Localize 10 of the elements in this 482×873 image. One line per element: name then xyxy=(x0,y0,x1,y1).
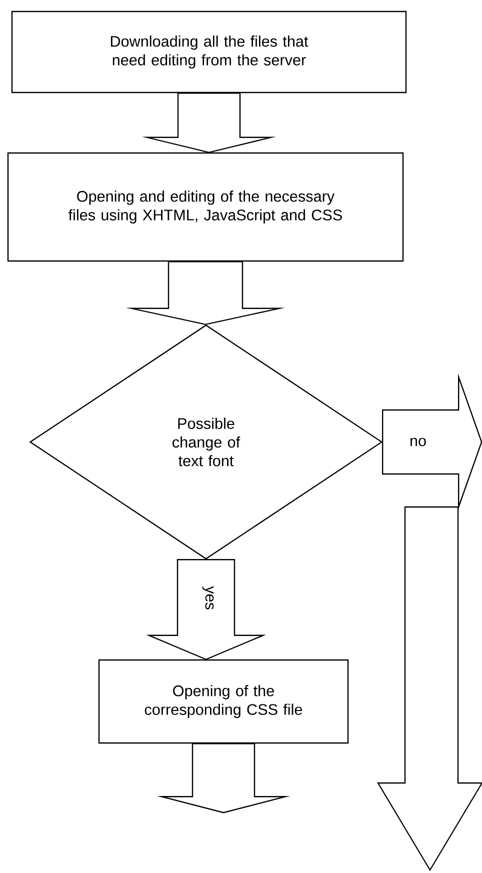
process-box: Opening and editing of the necessary files using XHTML, JavaScript and CSS xyxy=(7,152,404,262)
process-box: Opening of the corresponding CSS file xyxy=(98,659,349,744)
edge-label: yes xyxy=(200,584,216,612)
block-arrow xyxy=(146,559,266,660)
block-arrow xyxy=(126,261,286,326)
block-arrow xyxy=(382,374,482,510)
block-arrow xyxy=(142,92,276,154)
process-box: Downloading all the files that need editing from the server xyxy=(11,10,407,94)
block-arrow xyxy=(156,743,290,814)
edge-label: no xyxy=(408,436,428,448)
